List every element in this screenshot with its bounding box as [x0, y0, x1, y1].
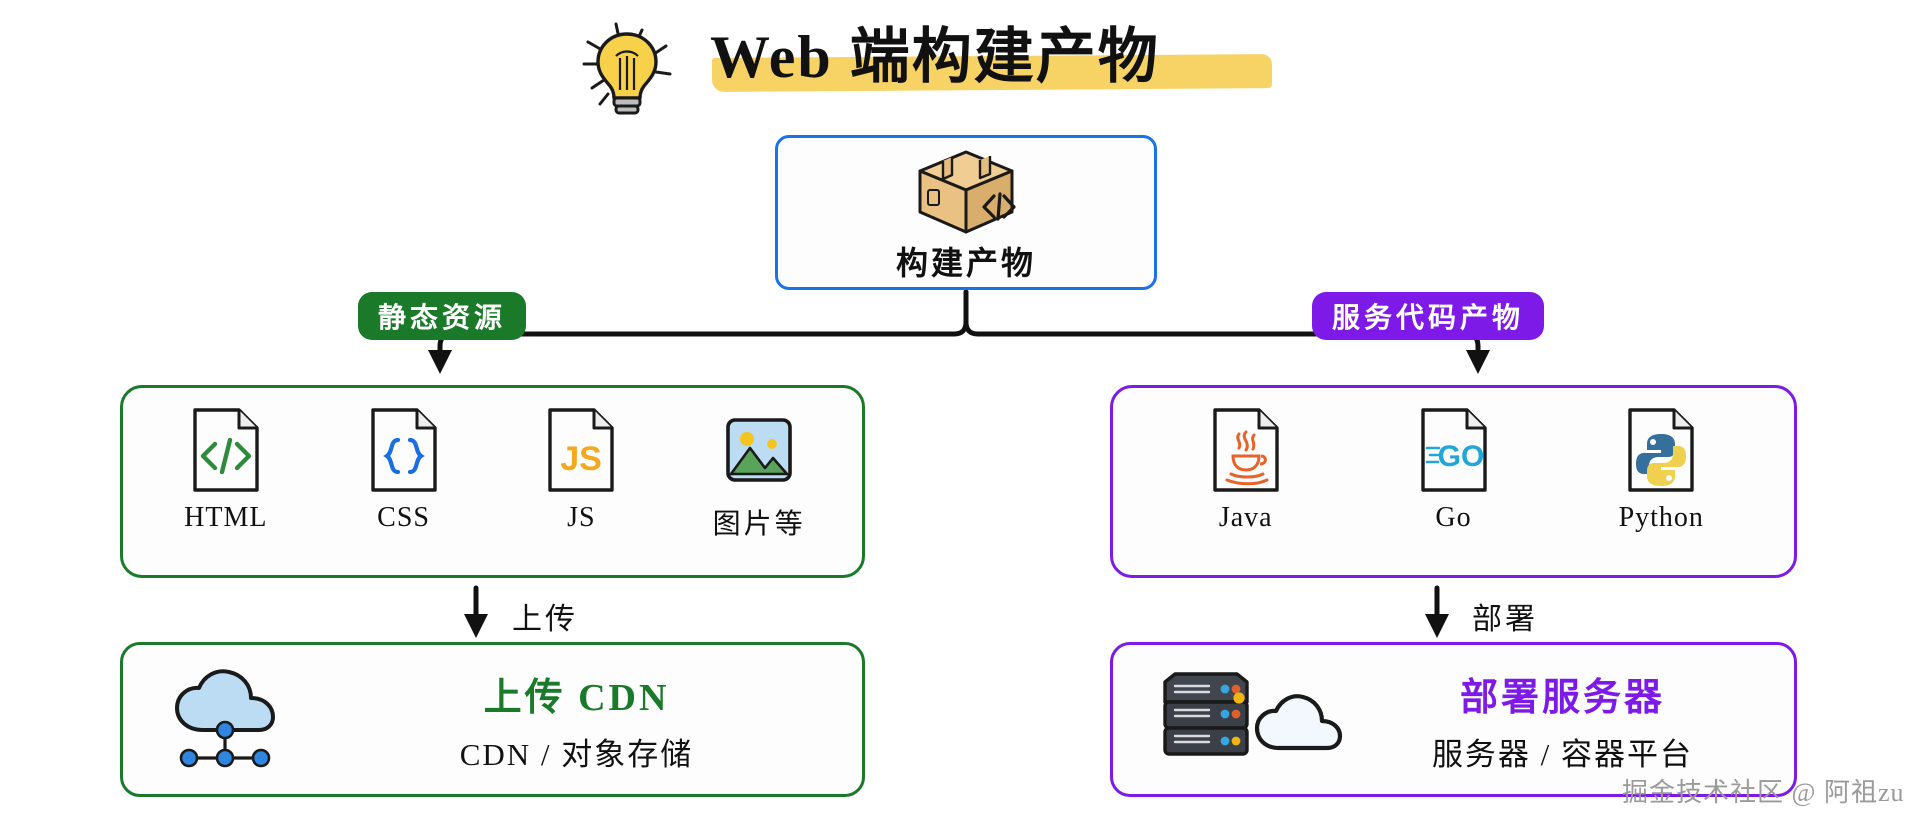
arrowhead-cdn	[464, 614, 488, 638]
watermark: 掘金技术社区 @ 阿祖zu	[1622, 778, 1905, 807]
cloud-cdn-network-icon	[175, 668, 275, 767]
item-go-label: Go	[1435, 502, 1472, 533]
item-java-label: Java	[1218, 502, 1273, 533]
item-js-label: JS	[567, 502, 596, 533]
image-file-icon	[726, 418, 792, 482]
file-go-icon: GO	[1420, 408, 1487, 492]
result-deploy-server-title: 部署服务器	[1459, 676, 1665, 719]
file-java-icon	[1213, 408, 1279, 492]
result-upload-cdn[interactable]: 上传 CDN CDN / 对象存储	[120, 642, 865, 797]
item-java[interactable]: Java	[1171, 404, 1321, 534]
static-icon-row: HTML CSS JS JS	[123, 404, 862, 542]
arrowhead-server	[1425, 614, 1449, 638]
item-html-label: HTML	[184, 502, 268, 533]
page-title: Web 端构建产物	[560, 8, 1320, 118]
item-python-label: Python	[1618, 502, 1704, 533]
root-node-build-artifact[interactable]: 构建产物	[775, 135, 1157, 290]
item-js[interactable]: JS JS	[506, 404, 656, 534]
svg-text:GO: GO	[1437, 440, 1484, 473]
edge-label-upload: 上传	[512, 603, 578, 636]
package-box-code-icon	[918, 150, 1016, 234]
arrowhead-static	[428, 350, 452, 374]
group-service-code[interactable]: Java GO Go	[1110, 385, 1797, 578]
result-upload-cdn-title: 上传 CDN	[483, 676, 670, 719]
svg-text:JS: JS	[561, 440, 603, 478]
item-css[interactable]: CSS	[329, 404, 479, 534]
item-go[interactable]: GO Go	[1379, 404, 1529, 534]
root-node-label: 构建产物	[895, 245, 1036, 281]
result-deploy-server[interactable]: 部署服务器 服务器 / 容器平台	[1110, 642, 1797, 797]
lightbulb-icon	[582, 22, 672, 115]
result-deploy-server-text: 部署服务器 服务器 / 容器平台	[1351, 666, 1794, 774]
result-upload-cdn-subtitle: CDN / 对象存储	[459, 736, 694, 772]
item-images[interactable]: 图片等	[684, 404, 834, 542]
file-html-icon	[193, 408, 259, 492]
arrowhead-service	[1466, 350, 1490, 374]
item-python[interactable]: Python	[1586, 404, 1736, 534]
badge-service-code[interactable]: 服务代码产物	[1312, 292, 1545, 340]
title-text: Web 端构建产物	[710, 24, 1160, 90]
badge-static-resources[interactable]: 静态资源	[358, 292, 527, 340]
file-js-icon: JS	[548, 408, 615, 492]
group-static-resources[interactable]: HTML CSS JS JS	[120, 385, 865, 578]
service-icon-row: Java GO Go	[1113, 404, 1794, 534]
item-css-label: CSS	[377, 502, 430, 533]
server-rack-cloud-icon	[1163, 671, 1343, 756]
file-python-icon	[1628, 408, 1694, 492]
result-upload-cdn-text: 上传 CDN CDN / 对象存储	[311, 666, 862, 774]
result-deploy-server-subtitle: 服务器 / 容器平台	[1431, 736, 1694, 772]
item-images-label: 图片等	[712, 509, 806, 540]
file-css-icon	[370, 408, 437, 492]
item-html[interactable]: HTML	[151, 404, 301, 534]
edge-label-deploy: 部署	[1472, 603, 1538, 636]
